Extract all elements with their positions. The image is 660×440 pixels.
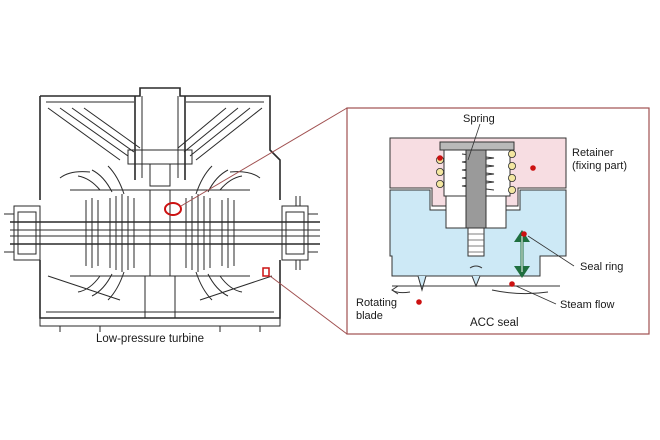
steam-flow-dot (509, 281, 515, 287)
rotating-blade-dot (416, 299, 422, 305)
seal-caption: ACC seal (470, 317, 519, 329)
seal-ring-label: Seal ring (580, 261, 623, 273)
retainer-label-line2: (fixing part) (572, 160, 627, 172)
steam-flow-arrows (391, 265, 549, 295)
callout-line-top (180, 107, 348, 207)
turbine-caption: Low-pressure turbine (96, 333, 204, 345)
movement-arrow (514, 230, 530, 278)
seal-location-marker (164, 202, 182, 216)
retainer-dot (530, 165, 536, 171)
acc-seal-drawing (389, 137, 567, 295)
steam-flow-label: Steam flow (560, 299, 614, 311)
spring-dot (437, 155, 443, 161)
rotating-blade-label-line1: Rotating (356, 297, 397, 309)
seal-location-marker-lower (262, 267, 270, 277)
seal-ring-dot (521, 231, 527, 237)
spring-label: Spring (463, 113, 495, 125)
rotating-blade-label-line2: blade (356, 310, 383, 322)
low-pressure-turbine-drawing (4, 87, 320, 332)
callout-line-bottom (269, 275, 348, 335)
retainer-label-line1: Retainer (572, 147, 614, 159)
